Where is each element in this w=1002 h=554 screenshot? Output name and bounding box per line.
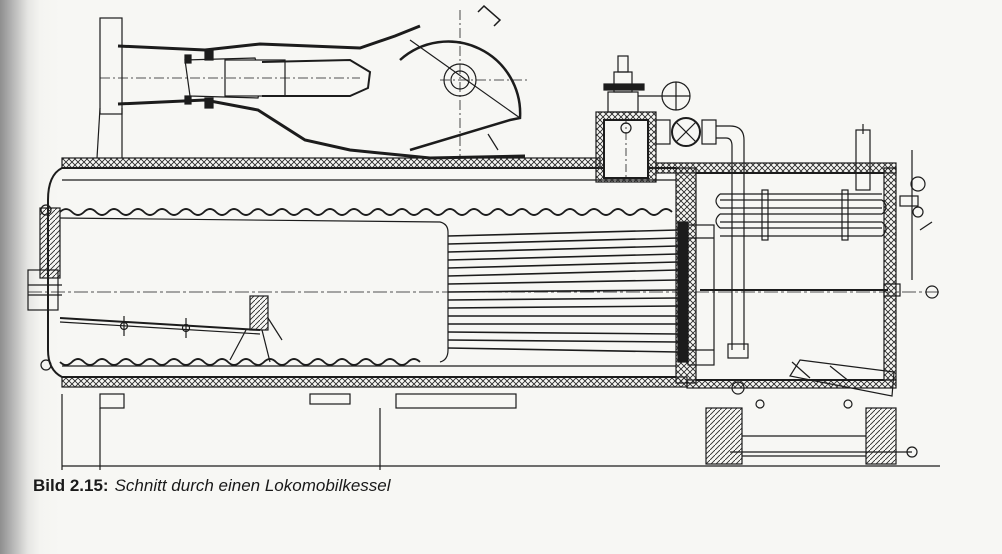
boiler-insulation [61,157,897,389]
grate [59,295,283,363]
figure-label: Bild 2.15: [33,476,109,495]
boiler-shell [47,167,884,381]
pressure-gauge [638,81,691,111]
steam-dome [595,55,657,183]
boiler-section-drawing [27,4,940,470]
superheater [715,189,887,241]
main-steam-valve [655,117,749,395]
chimney-pipe [855,124,939,299]
flywheel-disc [399,4,530,160]
smokebox-door [700,283,901,397]
foundation [61,393,940,470]
figure-caption: Bild 2.15: Schnitt durch einen Lokomobilk… [33,476,391,496]
figure-title: Schnitt durch einen Lokomobilkessel [114,476,391,495]
fire-tubes [447,229,679,353]
steam-engine-cylinder [96,17,526,160]
firebox [27,179,676,371]
